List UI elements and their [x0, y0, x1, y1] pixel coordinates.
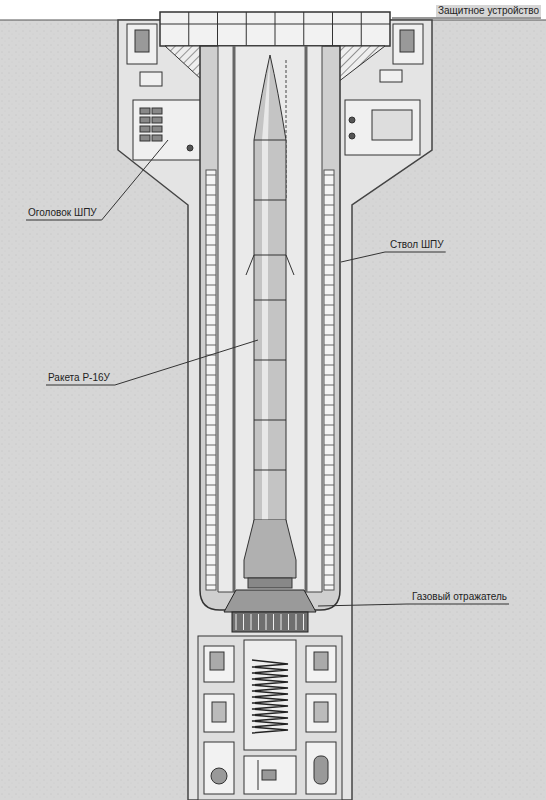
missile — [244, 55, 296, 588]
leader-line — [26, 220, 102, 221]
gas-reflector — [224, 590, 316, 632]
lower-compartment — [198, 636, 342, 800]
callout-label: Газовый отражатель — [410, 591, 509, 603]
leader-line — [341, 252, 385, 262]
callout-label: Ракета Р-16У — [46, 372, 112, 384]
leader-line — [385, 252, 446, 253]
callout-label: Оголовок ШПУ — [26, 207, 99, 219]
leader-line — [102, 140, 168, 220]
leader-line — [318, 604, 407, 606]
callout-label: Ствол ШПУ — [388, 239, 446, 251]
callout-label: Защитное устройство — [436, 5, 541, 17]
shaft — [200, 46, 340, 610]
leader-line — [46, 385, 115, 386]
ground — [0, 20, 546, 800]
concrete-structure — [118, 20, 432, 800]
leader-line — [392, 18, 433, 19]
leader-line — [115, 340, 258, 385]
protective-device — [160, 12, 390, 46]
leader-line — [433, 18, 541, 19]
leader-line — [407, 604, 509, 605]
